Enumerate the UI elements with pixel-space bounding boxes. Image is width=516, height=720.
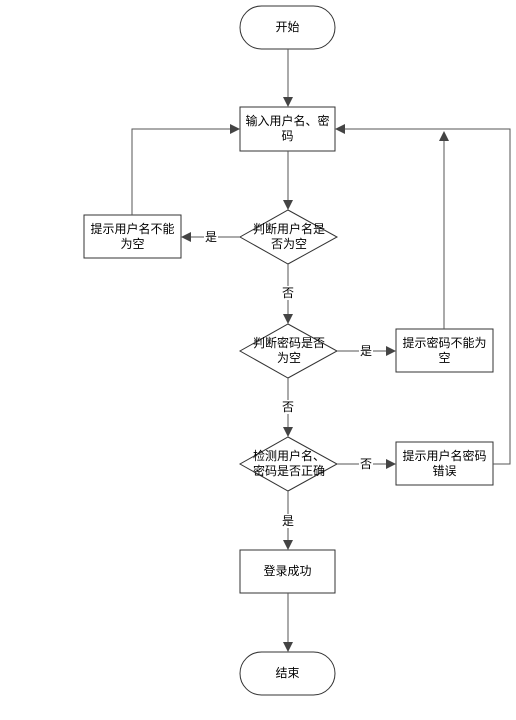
check-user-empty-label: 判断用户名是否为空	[252, 222, 325, 251]
success-label: 登录成功	[263, 564, 312, 578]
prompt-pwd-empty-box	[395, 328, 494, 373]
arrow-prompt-user-back	[131, 124, 240, 215]
edge-label-pwd-empty-no: 否	[281, 400, 296, 414]
edge-label-user-empty-no: 否	[281, 286, 296, 300]
edge-label-user-empty-yes: 是	[204, 230, 219, 244]
edge-label-pwd-empty-yes: 是	[359, 344, 374, 358]
end-terminal	[239, 651, 336, 696]
arrow-prompt-error-back	[335, 124, 511, 465]
edge-label-verify-yes: 是	[281, 514, 296, 528]
prompt-error-box	[395, 441, 494, 486]
prompt-user-empty-label: 提示用户名不能为空	[90, 221, 175, 251]
end-label: 结束	[275, 666, 300, 680]
verify-label: 检测用户名、密码是否正确	[252, 449, 325, 478]
edge-label-verify-no: 否	[359, 457, 374, 471]
input-box	[239, 106, 336, 152]
prompt-error-label: 提示用户名密码错误	[402, 448, 487, 478]
prompt-pwd-empty-label: 提示密码不能为空	[402, 335, 487, 365]
prompt-user-empty-box	[83, 214, 182, 259]
check-pwd-empty-label: 判断密码是否为空	[252, 336, 325, 365]
start-label: 开始	[275, 20, 300, 34]
input-label: 输入用户名、密码	[245, 114, 330, 143]
